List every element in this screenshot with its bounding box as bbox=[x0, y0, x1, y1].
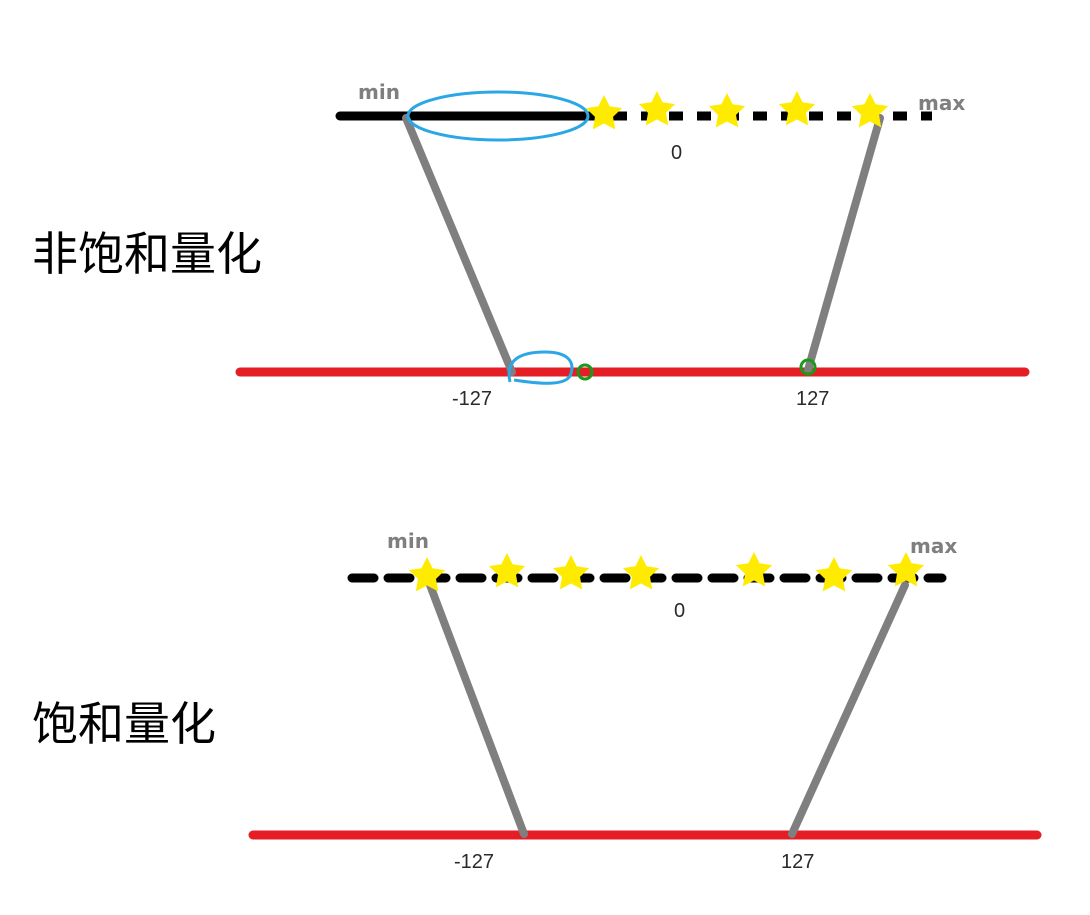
panel-saturated: 饱和量化 min max 0 -127 127 bbox=[32, 529, 1042, 873]
star-icon bbox=[585, 95, 623, 130]
panel-non-saturated: 非饱和量化 min max 0 -127 127 bbox=[32, 80, 1030, 410]
star-icon bbox=[552, 555, 590, 590]
min-label: min bbox=[358, 80, 400, 104]
unused-int-range-highlight bbox=[507, 350, 574, 385]
int-high-label: 127 bbox=[796, 388, 829, 410]
mapping-line-min bbox=[426, 581, 528, 838]
mapping-line-min bbox=[402, 114, 516, 376]
circle-icon bbox=[576, 363, 594, 381]
star-icon bbox=[622, 555, 660, 590]
int-low-label: -127 bbox=[454, 851, 494, 873]
int-low-label: -127 bbox=[452, 388, 492, 410]
star-icon bbox=[708, 93, 746, 128]
mapping-line-max bbox=[788, 581, 909, 838]
mapping-line-max bbox=[804, 114, 884, 374]
max-label: max bbox=[910, 534, 957, 558]
max-label: max bbox=[918, 91, 965, 115]
star-icon bbox=[815, 557, 853, 592]
zero-label: 0 bbox=[674, 600, 685, 622]
zero-label: 0 bbox=[671, 142, 682, 164]
min-label: min bbox=[387, 529, 429, 553]
panel-title: 非饱和量化 bbox=[32, 227, 262, 281]
unused-range-highlight bbox=[406, 90, 590, 142]
circle-icon bbox=[799, 358, 817, 376]
panel-title: 饱和量化 bbox=[32, 697, 216, 751]
int-high-label: 127 bbox=[781, 851, 814, 873]
